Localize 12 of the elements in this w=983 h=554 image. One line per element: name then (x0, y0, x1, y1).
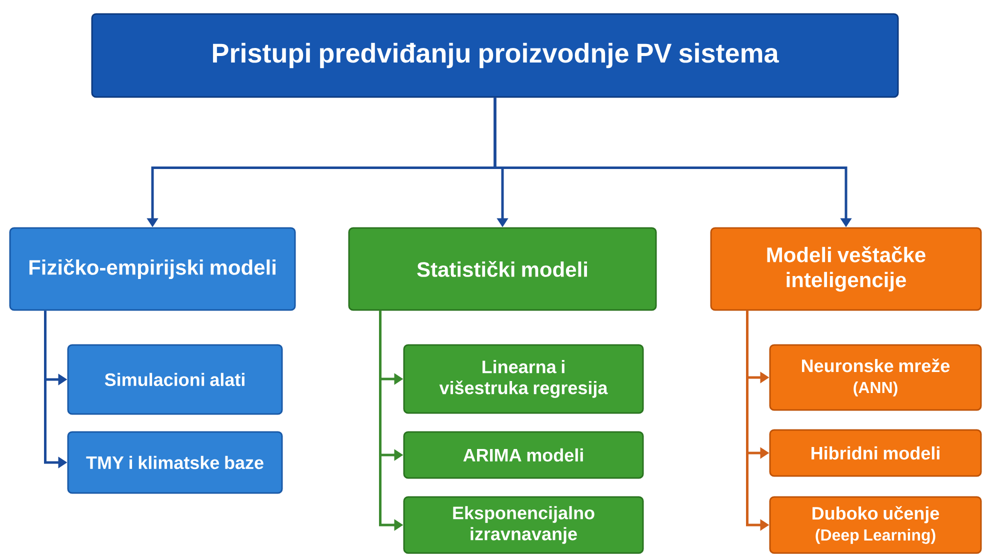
category-box: Statistički modeli (348, 227, 657, 311)
method-box: TMY i klimatske baze (67, 431, 283, 494)
method-box: Duboko učenje (Deep Learning) (769, 496, 982, 554)
category-box: Modeli veštačke inteligencije (710, 227, 982, 311)
method-box: Simulacioni alati (67, 344, 283, 415)
method-box: ARIMA modeli (403, 431, 644, 479)
method-box: Hibridni modeli (769, 429, 982, 477)
method-box: Eksponencijalno izravnavanje (403, 496, 644, 554)
method-box: Linearna i višestruka regresija (403, 344, 644, 414)
category-box: Fizičko-empirijski modeli (9, 227, 296, 311)
title-box: Pristupi predviđanju proizvodnje PV sistema (91, 13, 899, 98)
method-box: Neuronske mreže (ANN) (769, 344, 982, 411)
